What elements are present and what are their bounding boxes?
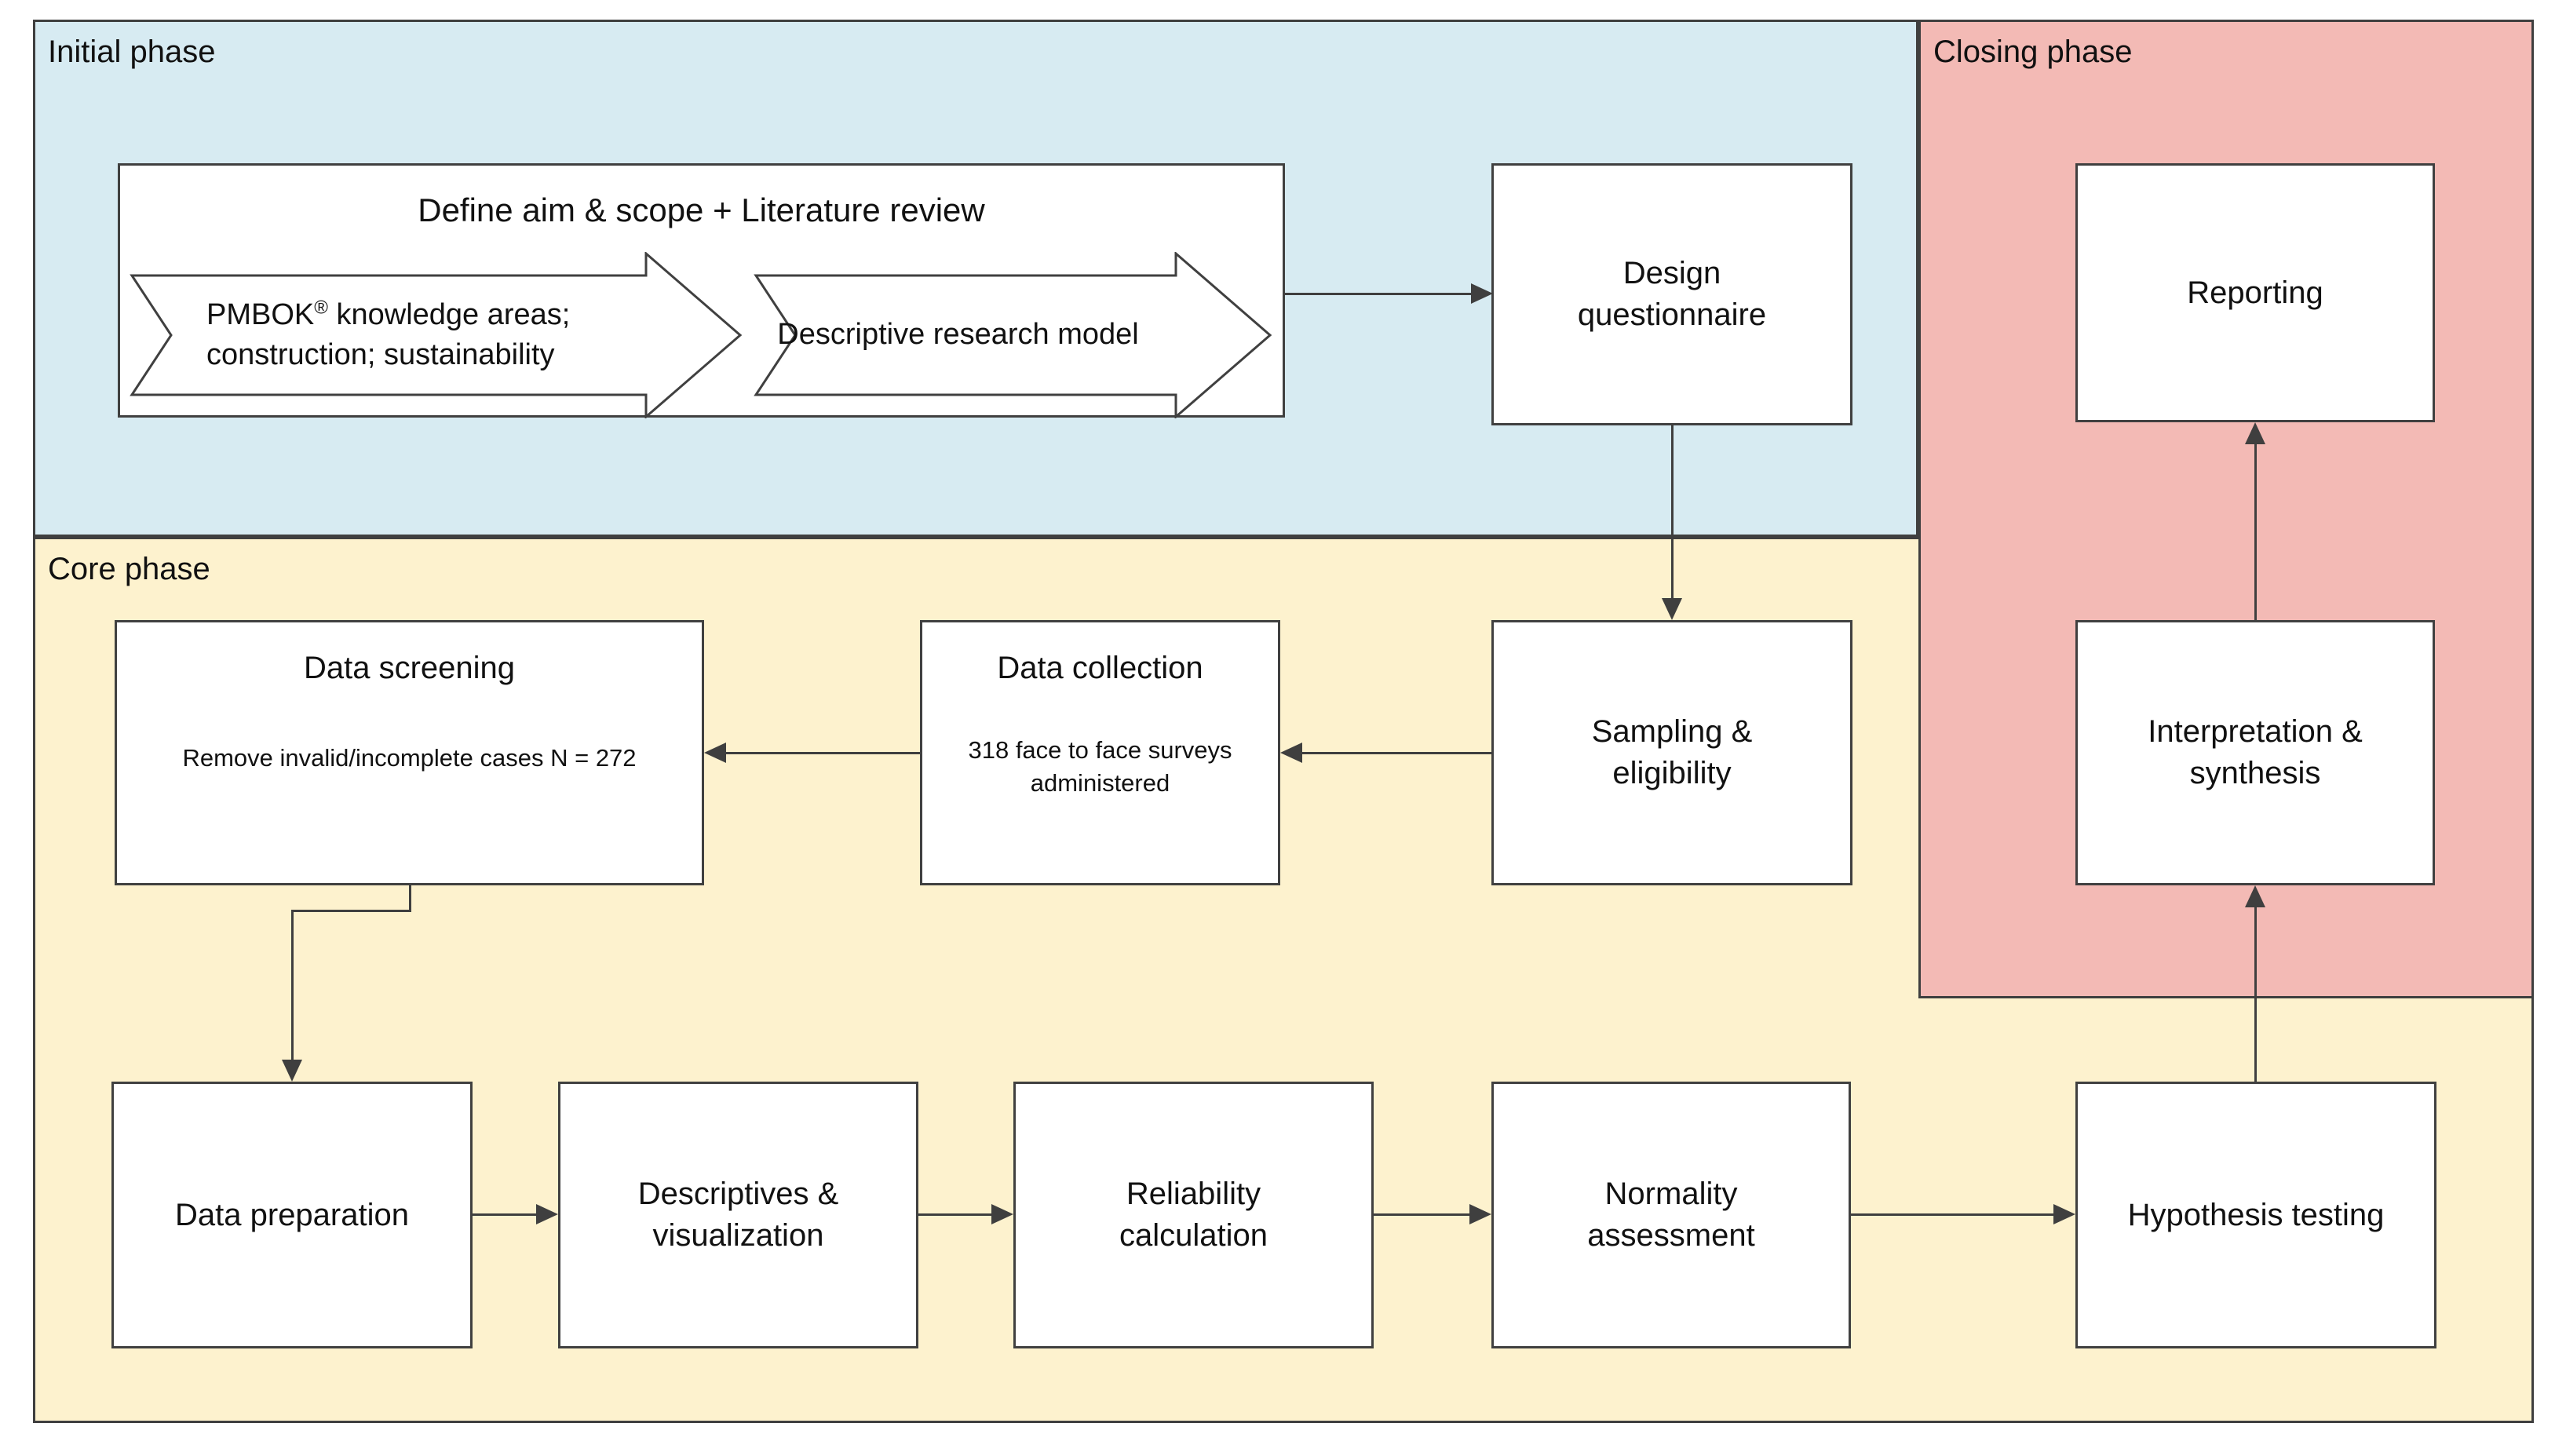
arrowhead-into-reporting [2245, 422, 2265, 444]
connector-hypothesis-to-interpretation [2254, 907, 2257, 1082]
arrowhead-into-preparation [282, 1060, 302, 1082]
connector-screening-elbow-v2 [291, 910, 294, 1061]
node-interpretation-synthesis: Interpretation & synthesis [2075, 620, 2435, 885]
reliability-calculation-label: Reliability calculation [1119, 1177, 1268, 1253]
design-questionnaire-label: Design questionnaire [1577, 256, 1767, 332]
node-sampling-eligibility: Sampling & eligibility [1491, 620, 1852, 885]
connector-collection-to-screening [726, 752, 920, 754]
chevron-arrows [130, 252, 1272, 418]
node-data-collection: Data collection 318 face to face surveys… [920, 620, 1280, 885]
closing-phase-label: Closing phase [1933, 35, 2133, 69]
node-reliability-calculation: Reliability calculation [1013, 1082, 1374, 1348]
descriptives-visualization-label: Descriptives & visualization [637, 1177, 839, 1253]
arrowhead-into-design [1471, 283, 1493, 304]
sampling-eligibility-label: Sampling & eligibility [1591, 714, 1753, 790]
connector-sampling-to-collection [1302, 752, 1491, 754]
initial-phase-label: Initial phase [48, 35, 216, 69]
data-collection-subtitle: 318 face to face surveys administered [968, 736, 1232, 797]
data-screening-title: Data screening [303, 651, 516, 685]
registered-trademark-symbol: ® [314, 297, 328, 319]
connector-reliability-to-normality [1374, 1213, 1473, 1216]
node-data-preparation: Data preparation [111, 1082, 473, 1348]
node-data-screening: Data screening Remove invalid/incomplete… [115, 620, 704, 885]
node-normality-assessment: Normality assessment [1491, 1082, 1851, 1348]
chevron-shape-pmbok [130, 252, 743, 418]
arrowhead-into-descriptives [536, 1204, 558, 1224]
connector-prep-to-descriptives [473, 1213, 539, 1216]
connector-interpretation-to-reporting [2254, 444, 2257, 620]
connector-screening-elbow-v1 [409, 885, 411, 912]
arrowhead-into-reliability [991, 1204, 1013, 1224]
define-aim-title: Define aim & scope + Literature review [418, 192, 985, 228]
chevron-shape-descriptive [754, 252, 1272, 418]
chevron-descriptive-label: Descriptive research model [777, 318, 1139, 352]
connector-design-to-sampling [1671, 425, 1674, 600]
node-descriptives-visualization: Descriptives & visualization [558, 1082, 918, 1348]
arrowhead-into-sampling [1662, 598, 1682, 620]
node-define-aim-scope: Define aim & scope + Literature review P… [118, 163, 1285, 418]
data-screening-subtitle: Remove invalid/incomplete cases N = 272 [182, 744, 637, 772]
data-collection-title: Data collection [997, 651, 1203, 685]
connector-define-to-design [1285, 293, 1473, 295]
arrowhead-into-collection [1280, 743, 1302, 763]
node-design-questionnaire: Design questionnaire [1491, 163, 1852, 425]
chevron-pmbok-label: PMBOK® knowledge areas; construction; su… [206, 297, 571, 371]
arrowhead-into-normality [1469, 1204, 1491, 1224]
arrowhead-into-interpretation [2245, 885, 2265, 907]
hypothesis-testing-label: Hypothesis testing [2127, 1197, 2385, 1232]
arrowhead-into-screening [704, 743, 726, 763]
arrowhead-into-hypothesis [2053, 1204, 2075, 1224]
node-hypothesis-testing: Hypothesis testing [2075, 1082, 2436, 1348]
connector-normality-to-hypothesis [1851, 1213, 2057, 1216]
reporting-label: Reporting [2187, 275, 2323, 310]
node-reporting: Reporting [2075, 163, 2435, 422]
data-preparation-label: Data preparation [175, 1197, 409, 1232]
interpretation-synthesis-label: Interpretation & synthesis [2148, 714, 2363, 790]
normality-assessment-label: Normality assessment [1587, 1177, 1755, 1253]
connector-screening-elbow-h [291, 910, 411, 912]
core-phase-label: Core phase [48, 552, 210, 586]
connector-descriptives-to-reliability [918, 1213, 995, 1216]
